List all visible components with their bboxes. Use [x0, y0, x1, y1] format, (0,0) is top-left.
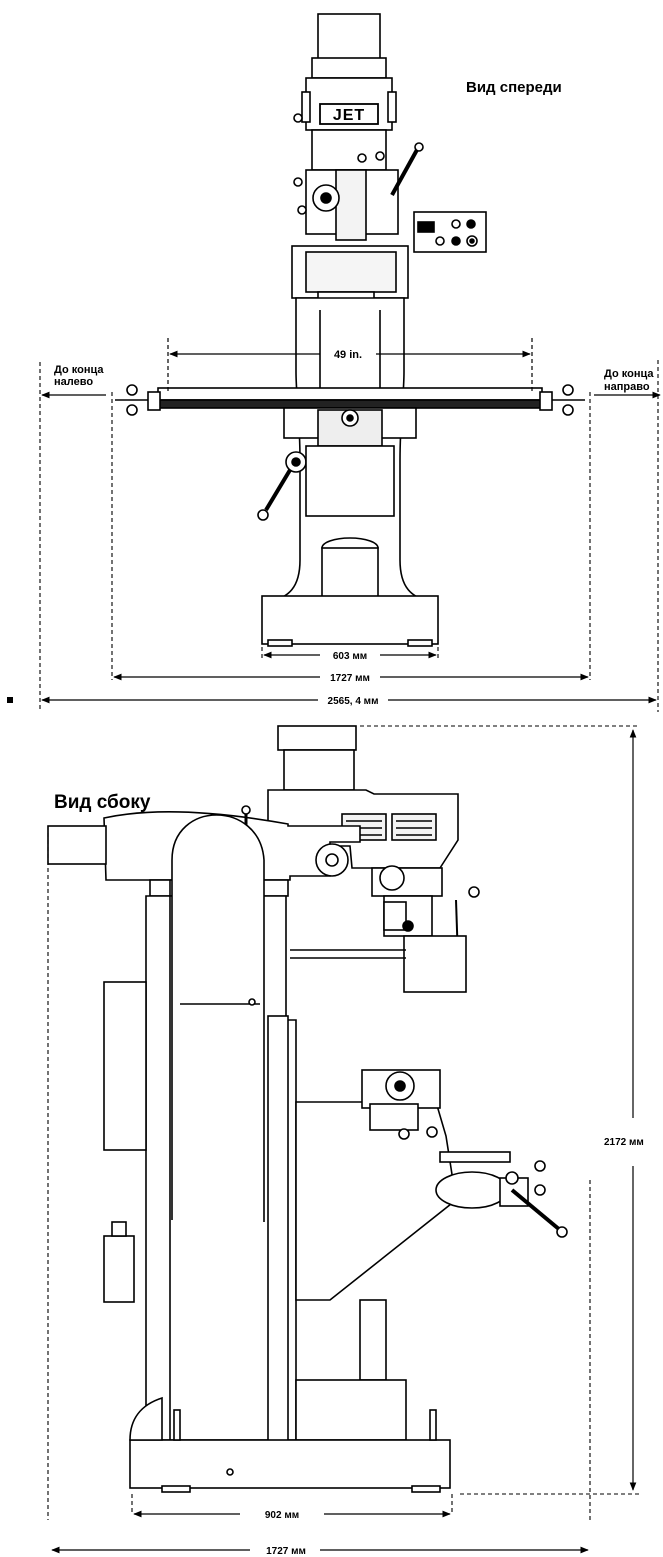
travel-right-label-line2: направо	[604, 381, 650, 393]
jet-logo-plate	[319, 103, 379, 125]
table-length-dimension	[167, 338, 533, 392]
side-view-title: Вид сбоку	[54, 792, 151, 813]
height-label: 2172 мм	[604, 1137, 644, 1148]
travel-left-label-line1: До конца	[54, 364, 104, 376]
travel-left-label-line2: налево	[54, 376, 93, 388]
overall-width-label: 2565, 4 мм	[328, 696, 379, 707]
table-span-label: 1727 мм	[330, 673, 370, 684]
front-view-machine	[115, 13, 585, 647]
base-width-label: 603 мм	[333, 651, 367, 662]
side-view-machine	[47, 725, 568, 1493]
travel-right-label-line1: До конца	[604, 368, 654, 380]
front-view-title: Вид спереди	[466, 79, 562, 96]
overall-depth-label: 1727 мм	[266, 1546, 306, 1557]
table-length-label: 49 in.	[334, 349, 362, 361]
front-extension-lines	[39, 360, 659, 712]
bullet-square	[7, 697, 13, 703]
side-extension-lines	[47, 725, 640, 1520]
jet-logo: JET	[333, 107, 365, 124]
base-depth-label: 902 мм	[265, 1510, 299, 1521]
